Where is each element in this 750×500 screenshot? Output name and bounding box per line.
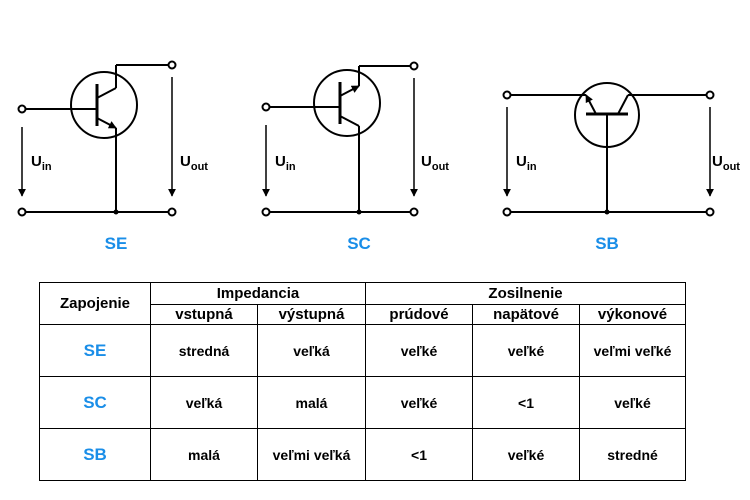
uout-label-sc: Uout	[421, 153, 449, 173]
subheader-cell: vstupná	[150, 304, 258, 325]
subheader-cell: výstupná	[257, 304, 366, 325]
table-row: SE stredná veľká veľké veľké veľmi veľké	[39, 324, 686, 377]
emitter-lead-se	[96, 117, 117, 129]
table-cell: veľké	[365, 376, 473, 429]
terminal-sc-out	[409, 61, 419, 71]
circuit-name-sb: SB	[595, 234, 619, 253]
subheader-cell: výkonové	[579, 304, 686, 325]
collector-lead-sc	[339, 115, 360, 127]
terminal-sc-in	[261, 102, 271, 112]
comparison-table: Zapojenie Impedancia Zosilnenie vstupná …	[39, 282, 686, 481]
terminal-sb-gnd-right	[705, 207, 715, 217]
table-cell: <1	[365, 428, 473, 481]
terminal-se-out	[167, 60, 177, 70]
table-cell: <1	[472, 376, 580, 429]
uout-label-sb: Uout	[712, 153, 740, 173]
junction-sc	[356, 209, 362, 215]
row-name: SE	[39, 324, 151, 377]
circuit-name-sc: SC	[347, 234, 371, 253]
header-zosilnenie: Zosilnenie	[365, 282, 686, 305]
collector-lead-sb	[617, 94, 629, 115]
table-cell: veľké	[472, 324, 580, 377]
table-row: SB malá veľmi veľká <1 veľké stredné	[39, 428, 686, 481]
table-row: SC veľká malá veľké <1 veľké	[39, 376, 686, 429]
terminal-sb-in	[502, 90, 512, 100]
terminal-sc-gnd-right	[409, 207, 419, 217]
uin-label-sb: Uin	[516, 153, 537, 173]
circuit-diagrams: Uin Uout SE Uin Uout SC	[17, 60, 740, 253]
table-cell: stredné	[579, 428, 686, 481]
table-cell: veľká	[150, 376, 258, 429]
table-cell: malá	[150, 428, 258, 481]
terminal-se-in	[17, 104, 27, 114]
row-name: SC	[39, 376, 151, 429]
terminal-sb-out	[705, 90, 715, 100]
circuit-name-se: SE	[105, 234, 128, 253]
terminal-se-gnd-right	[167, 207, 177, 217]
circuit-sc	[261, 61, 419, 217]
terminal-se-gnd-left	[17, 207, 27, 217]
subheader-cell: prúdové	[365, 304, 473, 325]
header-zapojenie: Zapojenie	[39, 282, 151, 325]
transistor-se	[70, 71, 138, 139]
subheader-cell: napätové	[472, 304, 580, 325]
collector-lead-se	[96, 87, 117, 99]
circuit-sb	[502, 82, 715, 217]
row-name: SB	[39, 428, 151, 481]
junction-se	[113, 209, 119, 215]
uout-label-se: Uout	[180, 153, 208, 173]
table-subheader-row: vstupná výstupná prúdové napätové výkono…	[40, 304, 686, 325]
table-cell: veľké	[472, 428, 580, 481]
table-cell: veľká	[257, 324, 366, 377]
header-impedancia: Impedancia	[150, 282, 366, 305]
emitter-lead-sb	[585, 94, 597, 115]
uin-label-sc: Uin	[275, 153, 296, 173]
table-cell: veľké	[579, 376, 686, 429]
junction-sb	[604, 209, 610, 215]
table-cell: veľmi veľká	[257, 428, 366, 481]
uin-label-se: Uin	[31, 153, 52, 173]
table-cell: malá	[257, 376, 366, 429]
table-cell: veľmi veľké	[579, 324, 686, 377]
terminal-sb-gnd-left	[502, 207, 512, 217]
transistor-sc	[313, 69, 381, 137]
table-header-row: Zapojenie Impedancia Zosilnenie	[39, 282, 686, 325]
table-cell: stredná	[150, 324, 258, 377]
terminal-sc-gnd-left	[261, 207, 271, 217]
emitter-lead-sc	[339, 85, 360, 97]
circuit-se	[17, 60, 177, 217]
table-cell: veľké	[365, 324, 473, 377]
